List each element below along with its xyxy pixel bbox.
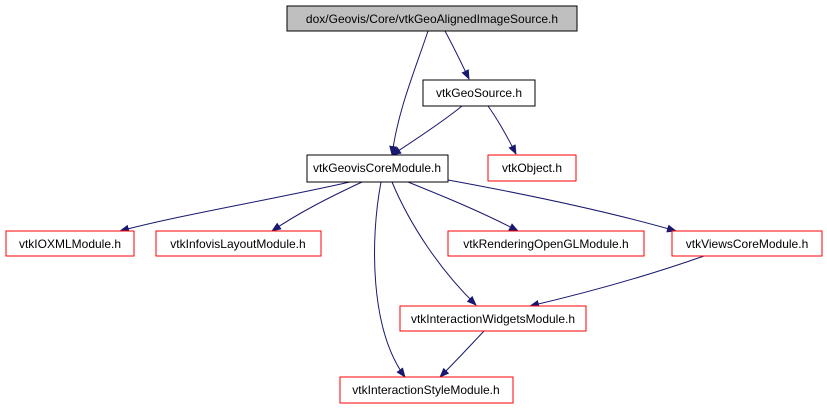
node-rendering-label: vtkRenderingOpenGLModule.h: [463, 237, 628, 251]
node-object[interactable]: vtkObject.h: [487, 154, 577, 182]
edge-coremodule-to-ioxml: [119, 181, 351, 233]
node-coremodule[interactable]: vtkGeovisCoreModule.h: [306, 154, 449, 183]
node-infovis-label: vtkInfovisLayoutModule.h: [170, 237, 305, 251]
edge-geosource-to-object: [487, 105, 517, 155]
node-root[interactable]: dox/Geovis/Core/vtkGeoAlignedImageSource…: [286, 5, 578, 32]
edge-coremodule-to-rendering: [407, 181, 519, 232]
edge-coremodule-to-style: [374, 181, 406, 378]
node-object-label: vtkObject.h: [502, 161, 562, 175]
edge-coremodule-to-widgets: [391, 181, 477, 306]
node-root-label: dox/Geovis/Core/vtkGeoAlignedImageSource…: [306, 12, 558, 26]
node-widgets[interactable]: vtkInteractionWidgetsModule.h: [399, 305, 587, 332]
node-views-label: vtkViewsCoreModule.h: [686, 237, 809, 251]
node-ioxml-label: vtkIOXMLModule.h: [19, 237, 121, 251]
edge-views-to-widgets: [529, 255, 705, 308]
edge-geosource-to-coremodule: [391, 105, 463, 156]
node-geosource-label: vtkGeoSource.h: [436, 86, 522, 100]
node-infovis[interactable]: vtkInfovisLayoutModule.h: [155, 230, 322, 257]
edge-widgets-to-style: [439, 330, 485, 378]
edge-root-to-coremodule: [389, 30, 429, 156]
node-style[interactable]: vtkInteractionStyleModule.h: [339, 376, 514, 404]
node-geosource[interactable]: vtkGeoSource.h: [422, 79, 536, 107]
node-style-label: vtkInteractionStyleModule.h: [352, 383, 499, 397]
node-views[interactable]: vtkViewsCoreModule.h: [671, 230, 823, 257]
edge-coremodule-to-views: [447, 179, 677, 233]
edges: [119, 30, 705, 378]
node-ioxml[interactable]: vtkIOXMLModule.h: [5, 230, 135, 257]
node-widgets-label: vtkInteractionWidgetsModule.h: [411, 312, 575, 326]
edge-coremodule-to-infovis: [271, 181, 363, 232]
edge-root-to-geosource: [444, 30, 470, 80]
node-coremodule-label: vtkGeovisCoreModule.h: [313, 161, 441, 175]
node-rendering[interactable]: vtkRenderingOpenGLModule.h: [447, 230, 645, 257]
